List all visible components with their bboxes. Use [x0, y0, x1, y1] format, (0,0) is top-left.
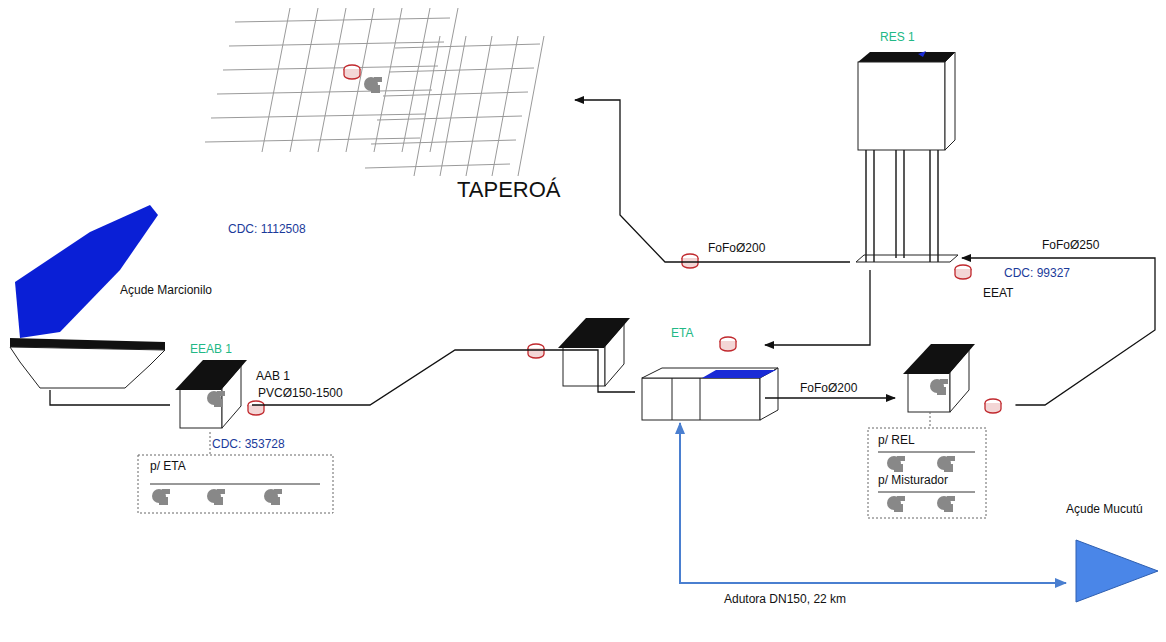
pipe-label: FoFoØ200: [706, 241, 767, 255]
pump-box: [868, 428, 986, 518]
pump-symbol: [152, 489, 170, 505]
pump-group-label: p/ REL: [878, 433, 915, 447]
reservoir-water: [15, 205, 158, 338]
pump-station-node: EEAB 1: [170, 340, 252, 435]
pump-symbol: [364, 77, 382, 93]
reservoir-node: Açude Marcionilo: [10, 200, 214, 390]
pipeline: [765, 397, 895, 398]
pipeline: [50, 390, 170, 405]
pipeline: [962, 258, 1155, 405]
station-code: CDC: 99327: [1004, 266, 1070, 280]
tank-roof: [858, 52, 955, 62]
node-label: TAPEROÁ: [457, 177, 561, 203]
pump-group-label: p/ ETA: [150, 459, 186, 473]
node-label: EEAT: [983, 286, 1013, 300]
node-label: Açude Marcionilo: [120, 283, 212, 297]
pump-symbol: [930, 379, 948, 395]
node-label: EEAB 1: [190, 342, 232, 356]
city-grid: [205, 8, 544, 176]
pump-group-label: p/ Misturador: [878, 473, 948, 487]
pump-house: [175, 360, 247, 428]
pipe-label: PVCØ150-1500: [256, 386, 345, 400]
elevated-tank: [858, 62, 945, 150]
pump-symbol: [207, 391, 225, 407]
station-code: CDC: 353728: [212, 437, 285, 451]
pump-station-node: EEAT: [895, 284, 1015, 424]
pump-symbol: [887, 456, 905, 472]
pipeline-name: AAB 1: [256, 369, 290, 383]
pump-box: [138, 455, 333, 513]
node-label: ETA: [671, 326, 693, 340]
pipeline: [765, 270, 870, 345]
meter-symbol: [248, 401, 264, 415]
pipe-label: FoFoØ250: [1040, 238, 1101, 252]
treatment-tank: [642, 378, 760, 420]
pipeline: [252, 350, 635, 405]
pump-symbol: [207, 489, 225, 505]
meter-symbol: [528, 344, 544, 358]
pump-symbol: [264, 489, 282, 505]
town-node: TAPEROÁ: [195, 5, 575, 210]
meter-symbol: [720, 337, 736, 351]
reservoir-node: Açude Mucutú: [1066, 500, 1160, 602]
pump-symbol: [937, 496, 955, 512]
intake-house: [558, 318, 630, 386]
meter-symbol: [955, 265, 971, 279]
meter-symbol: [344, 65, 360, 79]
meter-symbol: [985, 399, 1001, 413]
node-label: RES 1: [880, 30, 915, 44]
treatment-plant-node: ETA: [635, 326, 765, 423]
pipe-label: FoFoØ200: [798, 381, 859, 395]
dam-body: [10, 347, 165, 388]
meter-symbol: [682, 254, 698, 268]
pipeline: [680, 423, 1066, 583]
node-label: Açude Mucutú: [1066, 502, 1143, 516]
pump-symbol: [937, 456, 955, 472]
pump-house: [903, 344, 975, 412]
station-code: CDC: 1112508: [228, 222, 306, 236]
pipeline: [575, 100, 850, 262]
pipe-label: Adutora DN150, 22 km: [722, 592, 848, 606]
pump-symbol: [887, 496, 905, 512]
reservoir-triangle: [1076, 540, 1158, 602]
elevated-reservoir-node: RES 1: [850, 30, 962, 270]
